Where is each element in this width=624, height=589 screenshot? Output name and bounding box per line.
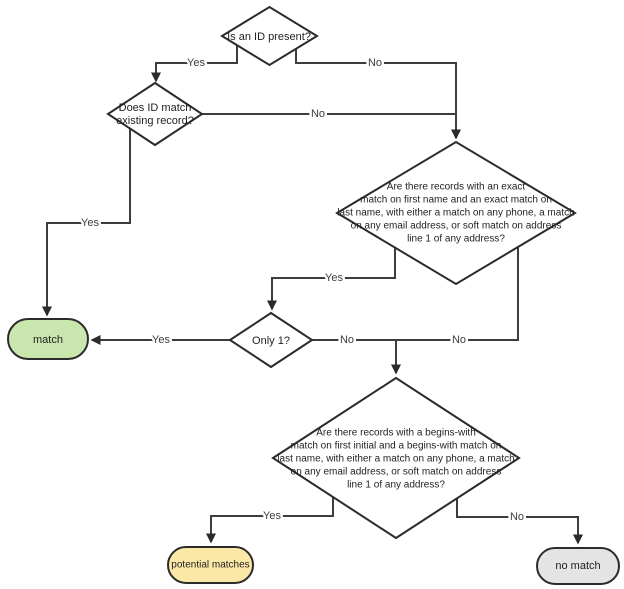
diamond-shape (228, 311, 314, 369)
edge-label-yes: Yes (152, 334, 170, 346)
nodes-layer: Is an ID present? Does ID match existing… (7, 5, 620, 585)
decision-only-one: Only 1? (228, 311, 314, 369)
decision-label: match on first name and an exact match o… (360, 195, 552, 206)
decision-is-id-present: Is an ID present? (220, 5, 319, 67)
edge-label-yes: Yes (81, 217, 99, 229)
decision-label: last name, with either a match on any ph… (337, 208, 574, 219)
terminator-shape (167, 546, 254, 584)
terminator-match: match (7, 318, 89, 360)
decision-label: on any email address, or soft match on a… (291, 467, 502, 478)
terminator-potential-matches: potential matches (167, 546, 254, 584)
edge-label-no: No (452, 334, 466, 346)
diamond-shape (271, 376, 521, 540)
terminator-label: match (33, 334, 63, 346)
terminator-shape (7, 318, 89, 360)
edge-exact-match-yes (267, 248, 396, 311)
decision-label: line 1 of any address? (347, 480, 445, 491)
decision-label: Are there records with an exact (387, 182, 526, 193)
edge-is-id-present-no (295, 49, 461, 140)
edge-label-no: No (311, 108, 325, 120)
decision-label: match on first initial and a begins-with… (291, 441, 502, 452)
edge-begins-with-no (456, 498, 583, 545)
diamond-shape (106, 81, 204, 147)
decision-label: on any email address, or soft match on a… (351, 221, 562, 232)
decision-label: Is an ID present? (227, 31, 311, 43)
diamond-shape (335, 140, 577, 286)
terminator-no-match: no match (536, 547, 620, 585)
edge-is-id-present-yes (151, 45, 238, 83)
edge-does-id-match-yes (42, 128, 131, 317)
decision-label: last name, with either a match on any ph… (277, 454, 514, 465)
edge-label-no: No (368, 57, 382, 69)
terminator-label: no match (555, 560, 600, 572)
decision-does-id-match: Does ID match existing record? (106, 81, 204, 147)
edge-label-yes: Yes (325, 272, 343, 284)
decision-label: Does ID match (119, 102, 192, 114)
decision-label: Are there records with a begins-with (316, 428, 476, 439)
diamond-shape (220, 5, 319, 67)
decision-label: Only 1? (252, 335, 290, 347)
decision-begins-with: Are there records with a begins-with mat… (271, 376, 521, 540)
edges-layer: Yes No No Yes Yes Yes No No Yes No (42, 45, 583, 545)
terminator-shape (536, 547, 620, 585)
decision-label: existing record? (116, 115, 194, 127)
edge-label-no: No (340, 334, 354, 346)
decision-exact-match: Are there records with an exact match on… (335, 140, 577, 286)
edge-begins-with-yes (206, 497, 334, 544)
edge-only-one-no (312, 339, 401, 375)
edge-exact-match-no (397, 247, 519, 341)
edge-label-no: No (510, 511, 524, 523)
edge-label-yes: Yes (187, 57, 205, 69)
terminator-label: potential matches (171, 560, 249, 571)
decision-label: line 1 of any address? (407, 234, 505, 245)
edge-label-yes: Yes (263, 510, 281, 522)
